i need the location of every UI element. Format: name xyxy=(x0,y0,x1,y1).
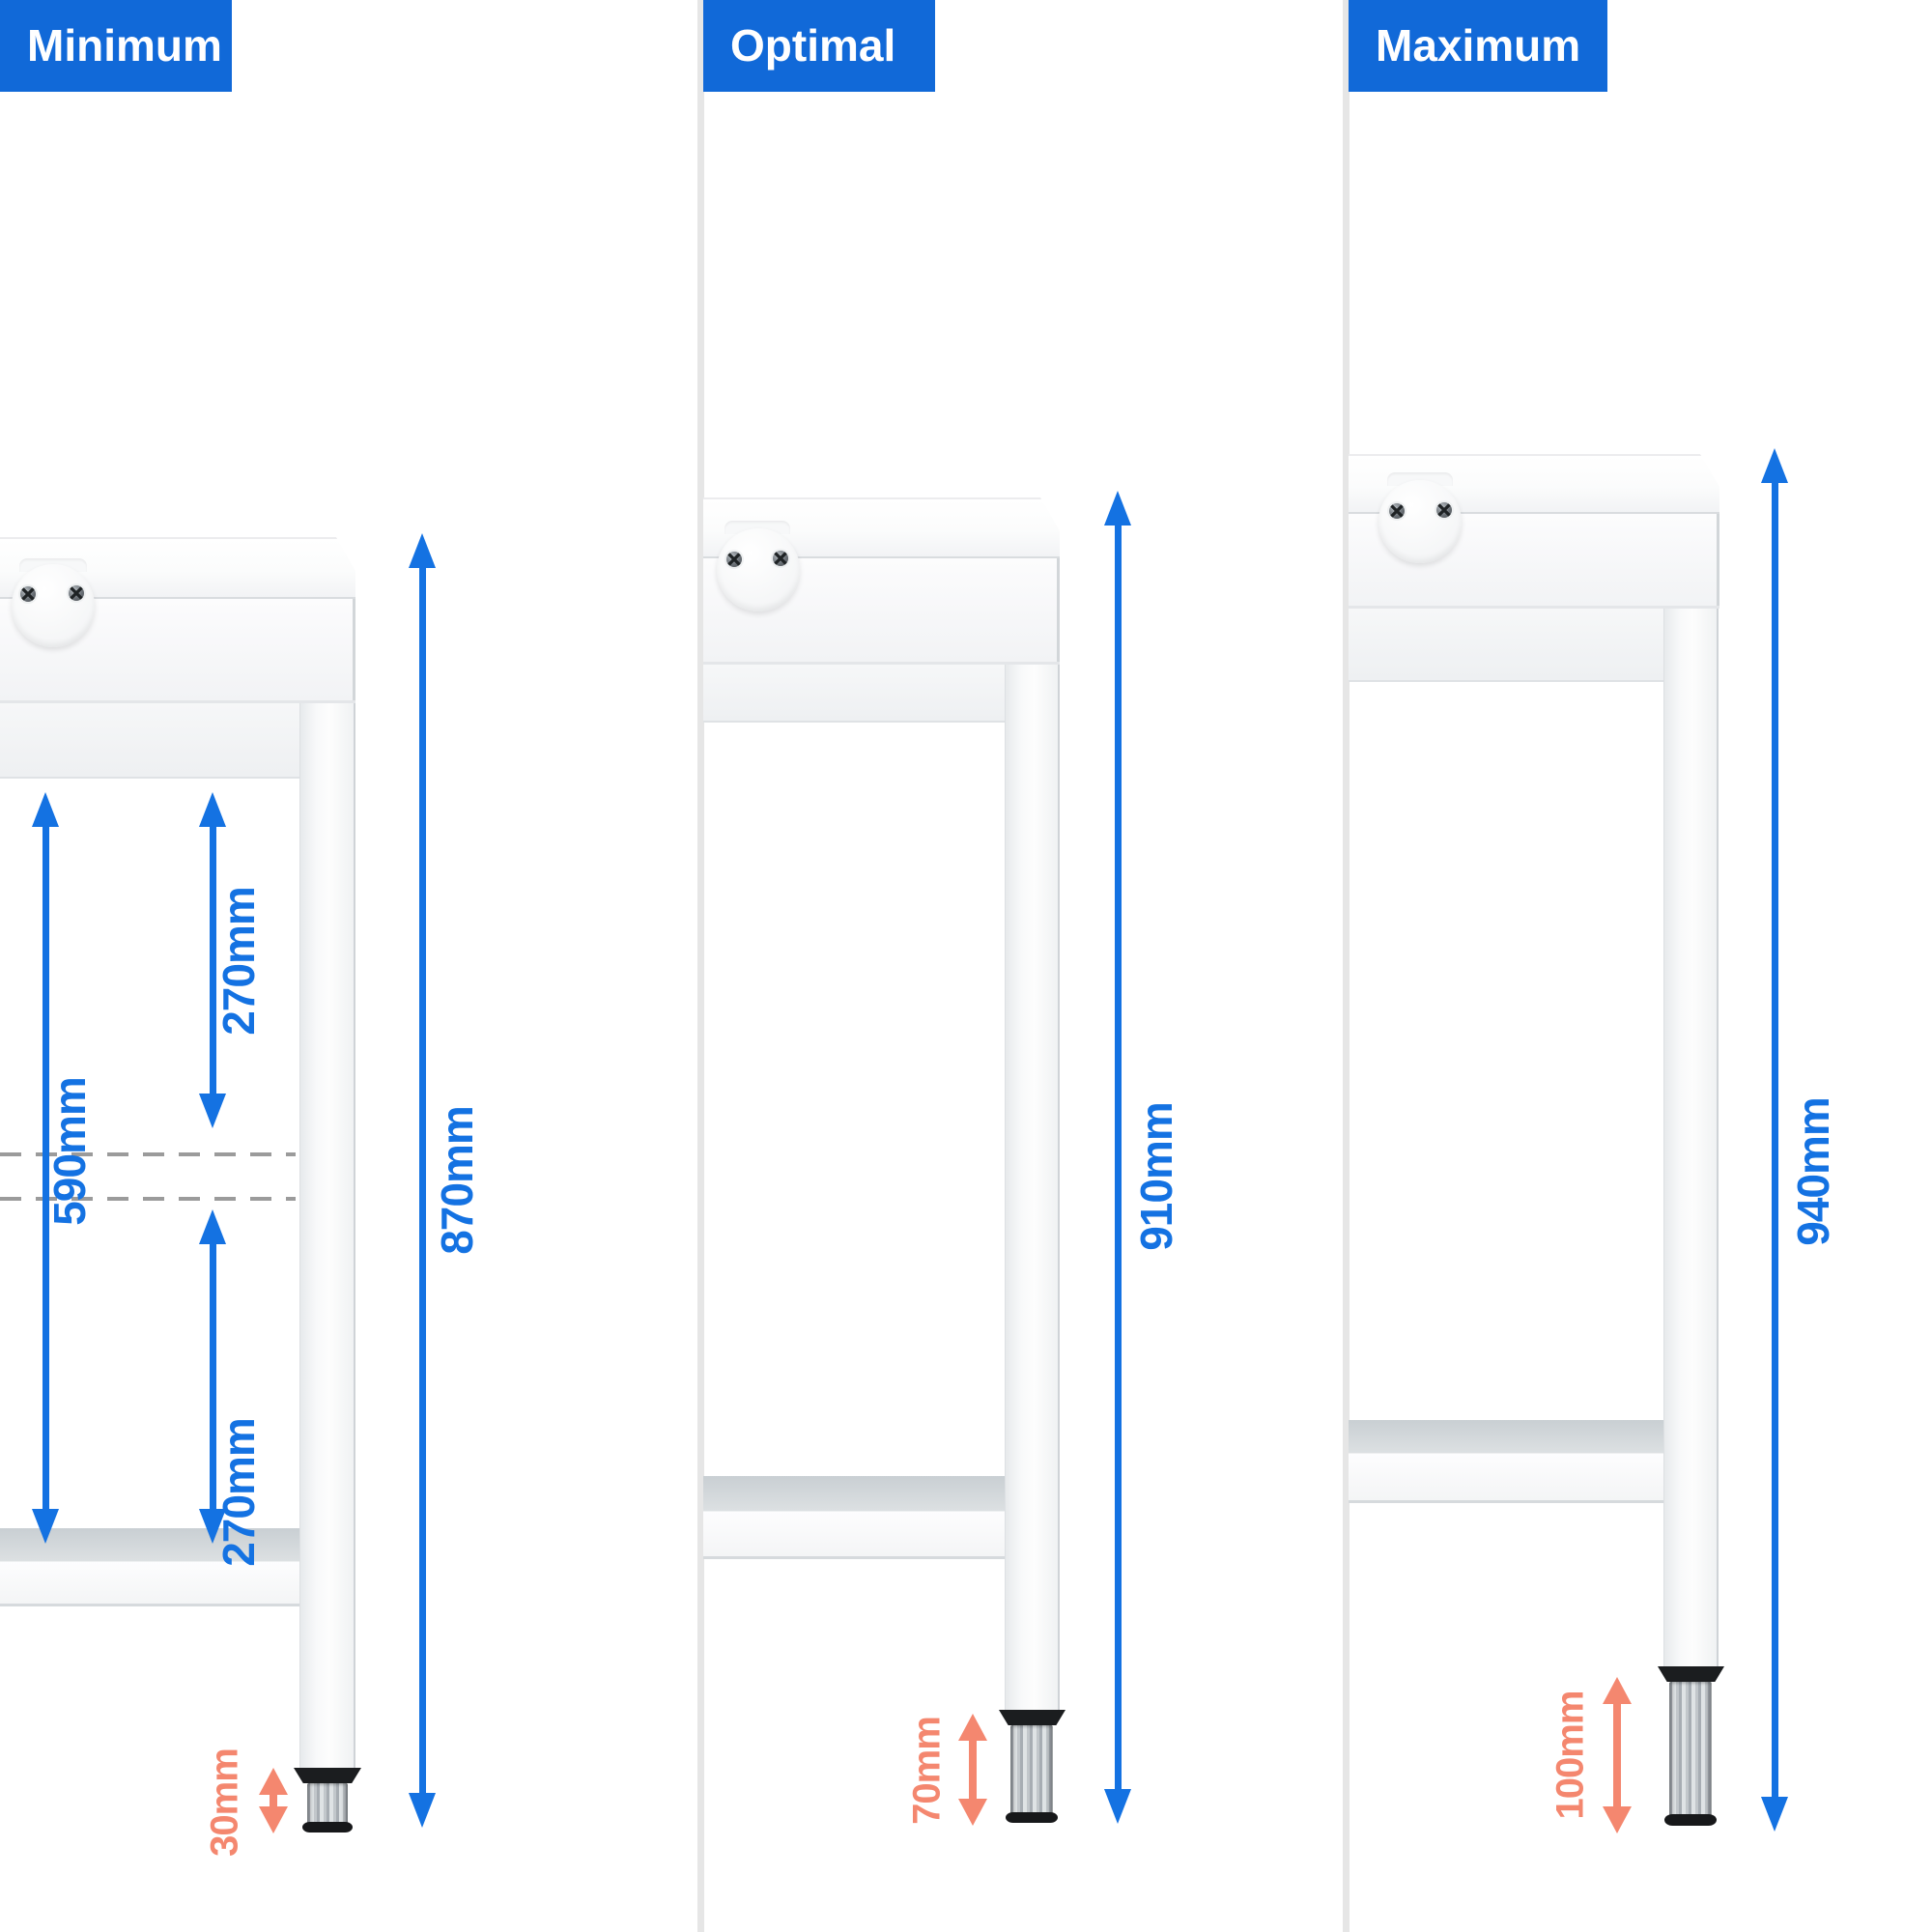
screw-icon xyxy=(1436,502,1452,518)
lower-shelf xyxy=(1349,1420,1663,1453)
table-rail xyxy=(703,665,1005,723)
table-leg xyxy=(1005,665,1060,1712)
foot-base xyxy=(1006,1812,1058,1823)
foot-collar xyxy=(999,1710,1065,1725)
total-height-dimension-label: 940mm xyxy=(1788,1097,1838,1246)
table-fascia xyxy=(0,599,355,703)
panel-divider-2 xyxy=(1343,0,1350,1932)
panel-divider-1 xyxy=(697,0,704,1932)
screw-icon xyxy=(726,552,742,567)
panel-minimum-header: Minimum xyxy=(0,0,232,92)
lower-stretcher xyxy=(0,1561,299,1606)
foot-collar xyxy=(294,1768,361,1783)
lower-stretcher xyxy=(703,1511,1005,1559)
screw-icon xyxy=(1389,503,1405,519)
dashed-center-line xyxy=(0,1152,296,1156)
arrow-shaft xyxy=(1613,1696,1621,1814)
adjustable-foot xyxy=(1669,1682,1712,1818)
table-leg xyxy=(299,703,355,1770)
arrow-head-down-icon xyxy=(199,1509,226,1544)
arrow-shaft xyxy=(1771,471,1778,1808)
arrow-shaft xyxy=(209,1233,216,1520)
lower-shelf xyxy=(703,1476,1005,1511)
dashed-center-line xyxy=(0,1197,296,1201)
lower-stretcher xyxy=(1349,1453,1663,1503)
table-rail xyxy=(1349,609,1663,682)
adjustable-foot xyxy=(1010,1725,1053,1816)
arrow-head-down-icon xyxy=(32,1509,59,1544)
table-rail xyxy=(0,703,299,779)
arrow-shaft xyxy=(1114,514,1122,1801)
screw-icon xyxy=(20,586,36,602)
table-top xyxy=(0,537,355,599)
arrow-head-down-icon xyxy=(1104,1789,1131,1824)
screw-icon xyxy=(69,585,84,601)
arrow-head-down-icon xyxy=(259,1806,288,1833)
arrow-shaft xyxy=(42,815,49,1520)
panel-optimal-header: Optimal xyxy=(703,0,935,92)
arrow-head-down-icon xyxy=(958,1799,987,1826)
arrow-head-down-icon xyxy=(199,1094,226,1128)
mounting-bracket xyxy=(12,564,95,647)
arrow-shaft xyxy=(209,815,216,1105)
arrow-shaft xyxy=(418,556,426,1804)
mounting-bracket xyxy=(1378,480,1462,563)
arrow-shaft xyxy=(270,1787,277,1814)
arrow-head-down-icon xyxy=(409,1793,436,1828)
table-leg xyxy=(1663,609,1719,1668)
arrow-head-down-icon xyxy=(1603,1806,1632,1833)
foot-base xyxy=(1664,1814,1717,1826)
arrow-shaft xyxy=(969,1733,977,1806)
foot-base xyxy=(302,1822,353,1833)
foot-collar xyxy=(1658,1666,1724,1682)
panel-maximum-header: Maximum xyxy=(1349,0,1607,92)
mounting-bracket xyxy=(717,528,800,611)
arrow-head-down-icon xyxy=(1761,1797,1788,1832)
screw-icon xyxy=(773,551,788,566)
foot-adjust-label: 100mm xyxy=(1548,1690,1592,1820)
adjustable-foot xyxy=(307,1783,348,1826)
